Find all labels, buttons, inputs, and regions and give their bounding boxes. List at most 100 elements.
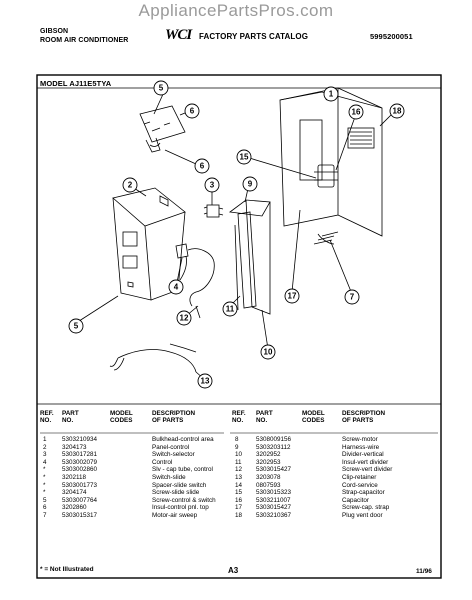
ref-cell: 13 [235, 473, 243, 481]
page-number: A3 [228, 566, 239, 575]
part-number-cell: 3204173 [62, 443, 87, 451]
description-cell: Screw-cap. strap [342, 504, 390, 512]
col-part-no: PART NO. [256, 410, 273, 424]
description-cell: Bulkhead-control area [152, 436, 214, 443]
description-cell: Harness-wire [342, 443, 380, 451]
callout-1: 1 [329, 90, 334, 99]
part-number-cell: 5303002079 [62, 458, 98, 466]
footnote: * = Not Illustrated [40, 566, 94, 573]
revision-date: 11/96 [416, 568, 432, 575]
part-number-cell: 5303015317 [62, 511, 98, 519]
part-number-cell: 3202953 [256, 458, 281, 466]
callout-3: 3 [210, 181, 215, 190]
col-part-no: PART NO. [62, 410, 79, 424]
callout-6b: 6 [190, 107, 195, 116]
part-number-cell: 5303203112 [256, 443, 291, 451]
ref-cell: 1 [43, 436, 47, 443]
description-cell: Slv - cap tube, control [152, 466, 213, 474]
ref-cell: * [43, 489, 46, 497]
description-cell: Switch-selector [152, 451, 195, 459]
callout-4: 4 [174, 283, 179, 292]
part-number-cell: 5308009156 [256, 436, 292, 443]
description-cell: Insul-vert divider [342, 458, 389, 466]
part-number-cell: 3202118 [62, 473, 87, 481]
ref-cell: 14 [235, 481, 243, 489]
part-number-cell: 5303017281 [62, 451, 98, 459]
ref-cell: 11 [235, 458, 242, 466]
part-number-cell: 3204174 [62, 489, 87, 497]
table-row: * 5303001773 Spacer-slide switch [40, 482, 226, 490]
ref-cell: 4 [43, 458, 47, 466]
part-number-cell: 3202952 [256, 451, 281, 459]
ref-cell: 7 [43, 511, 47, 519]
callout-6a: 5 [159, 84, 164, 93]
ref-cell: 18 [235, 511, 243, 519]
callout-7: 6 [200, 162, 205, 171]
model-number: MODEL AJ11E5TYA [40, 79, 112, 88]
table-row: 5 5303007764 Screw-control & switch [40, 497, 226, 505]
table-row: 7 5303015317 Motor-air sweep [40, 512, 226, 520]
description-cell: Switch-slide [152, 473, 186, 481]
ref-cell: * [43, 466, 46, 474]
part-number-cell: 5303007764 [62, 496, 98, 504]
part-number-cell: 5303015427 [256, 504, 292, 512]
part-number-cell: 5303002860 [62, 466, 98, 474]
ref-cell: 17 [235, 504, 243, 512]
description-cell: Divider-vertical [342, 451, 384, 459]
part-number-cell: 5303211007 [256, 496, 291, 504]
description-cell: Cord-service [342, 481, 378, 489]
col-description: DESCRIPTION OF PARTS [152, 410, 196, 424]
ref-cell: 5 [43, 496, 47, 504]
watermark: AppliancePartsPros.com [138, 1, 334, 20]
callout-14: 13 [201, 377, 210, 386]
wci-logo: WCI [165, 27, 192, 43]
part-number-cell: 5303210367 [256, 511, 292, 519]
callout-5: 5 [74, 322, 79, 331]
ref-cell: 16 [235, 496, 243, 504]
callout-15: 15 [240, 153, 249, 162]
ref-cell: 15 [235, 489, 243, 497]
part-number-cell: 5303001773 [62, 481, 98, 489]
callout-10: 9 [248, 180, 253, 189]
description-cell: Screw-motor [342, 436, 378, 443]
col-description: DESCRIPTION OF PARTS [342, 410, 386, 424]
callout-2: 2 [128, 181, 133, 190]
description-cell: Spacer-slide switch [152, 481, 207, 489]
ref-cell: 9 [235, 443, 239, 451]
part-number-cell: 5303210934 [62, 436, 98, 443]
description-cell: Screw-vert divider [342, 466, 393, 474]
ref-cell: 12 [235, 466, 243, 474]
ref-cell: 6 [43, 504, 47, 512]
table-row: 9 5303203112 Harness-wire [232, 444, 438, 452]
parts-table-right: REF. NO. PART NO. MODEL CODES DESCRIPTIO… [232, 410, 438, 520]
part-number-cell: 0807593 [256, 481, 281, 489]
description-cell: Motor-air sweep [152, 511, 198, 519]
table-row: 12 5303015427 Screw-vert divider [232, 466, 438, 474]
description-cell: Capacitor [342, 496, 369, 504]
callout-9: 7 [350, 293, 355, 302]
col-ref-no: REF. NO. [40, 410, 54, 424]
callout-13: 12 [180, 314, 189, 323]
table-row: 1 5303210934 Bulkhead-control area [40, 436, 226, 444]
description-cell: Clip-retainer [342, 473, 377, 481]
part-number-cell: 5303015427 [256, 466, 292, 474]
part-number-cell: 3203078 [256, 473, 281, 481]
ref-cell: * [43, 481, 46, 489]
col-model-codes: MODEL CODES [110, 410, 133, 424]
description-cell: Screw-control & switch [152, 496, 216, 504]
table-row: 16 5303211007 Capacitor [232, 497, 438, 505]
description-cell: Strap-capacitor [342, 489, 385, 497]
ref-cell: 3 [43, 451, 47, 459]
callout-17: 17 [288, 292, 297, 301]
part-number-cell: 3202860 [62, 504, 87, 512]
brand-name: GIBSON [40, 28, 69, 35]
description-cell: Screw-slide slide [152, 489, 200, 497]
callout-18: 18 [393, 107, 402, 116]
ref-cell: 10 [235, 451, 243, 459]
